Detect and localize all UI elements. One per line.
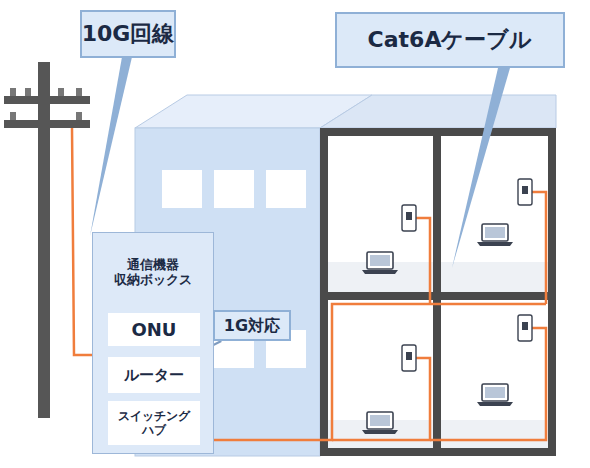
laptop-icon — [477, 224, 513, 246]
lan-cable — [213, 304, 546, 440]
laptop-icon — [362, 252, 398, 274]
room-floor — [441, 420, 548, 448]
callout-pointer — [452, 68, 510, 268]
lan-cables — [213, 192, 546, 440]
window — [214, 170, 254, 208]
node-label: ONU — [132, 319, 177, 341]
node-label: ルーター — [124, 366, 184, 384]
device-box: ONU — [108, 313, 200, 346]
device-box: ルーター — [108, 357, 200, 393]
node-label: Cat6Aケーブル — [368, 27, 533, 53]
room-floor-slab — [324, 292, 552, 300]
wall-outlet — [402, 345, 416, 371]
window — [162, 170, 202, 208]
equipment-box: 通信機器 収納ボックス ONU ルータースイッチング ハブ — [92, 232, 214, 454]
pole-crossarm — [4, 96, 90, 104]
utility-pole — [4, 62, 90, 418]
pole-crossarm — [4, 120, 90, 128]
laptop-icon — [362, 412, 398, 434]
callout-box: 10G回線 — [80, 10, 176, 58]
pole-shaft — [38, 62, 50, 418]
lan-cable — [532, 192, 546, 304]
node-label: スイッチング ハブ — [108, 409, 200, 438]
insulator — [76, 112, 82, 120]
building-roof — [320, 95, 556, 128]
node-label: 1G対応 — [224, 316, 280, 335]
device-box: スイッチング ハブ — [108, 401, 200, 445]
callout-pointer — [90, 57, 132, 236]
wall-outlet — [518, 179, 532, 205]
box-heading: 通信機器 収納ボックス — [103, 257, 203, 287]
callout-box: Cat6Aケーブル — [335, 12, 565, 68]
insulator — [25, 88, 31, 96]
room-floor — [441, 262, 548, 294]
insulator — [58, 88, 64, 96]
lan-cable — [430, 328, 546, 440]
insulator — [10, 112, 16, 120]
callout-box: 1G対応 — [213, 310, 291, 341]
window — [266, 170, 306, 208]
insulator — [10, 88, 16, 96]
node-label: 10G回線 — [82, 21, 175, 47]
laptop-icon — [477, 384, 513, 406]
wall-outlet — [518, 315, 532, 341]
lan-cable — [416, 218, 430, 304]
building-section — [324, 132, 552, 452]
insulator — [76, 88, 82, 96]
wall-outlet — [402, 205, 416, 231]
